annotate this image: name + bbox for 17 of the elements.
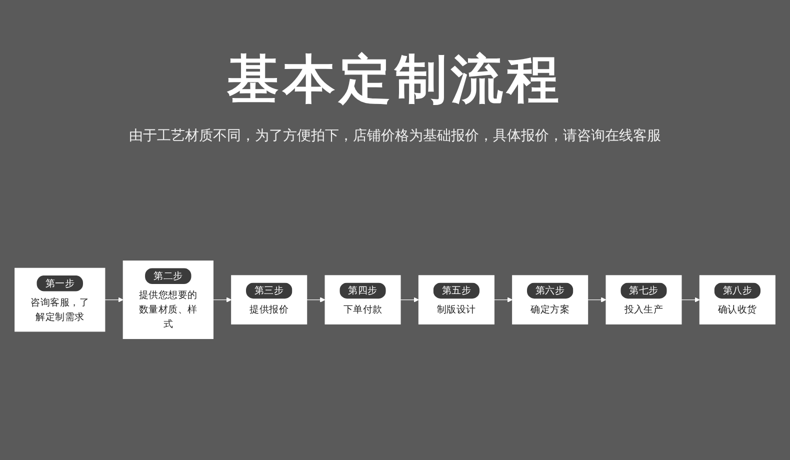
arrow: [306, 297, 326, 303]
node-box: 第三步 提供报价: [231, 275, 308, 325]
node-box: 第五步 制版设计: [418, 275, 494, 325]
node-box: 第四步 下单付款: [324, 275, 401, 325]
arrow: [681, 297, 700, 303]
note-text: 由于工艺材质不同，为了方便拍下，店铺价格为基础报价，具体报价，请咨询在线客服: [129, 127, 661, 146]
arrow: [104, 297, 124, 303]
node-box: 第六步 确定方案: [512, 275, 588, 325]
node-box: 第一步 咨询客服，了解定制需求: [14, 268, 106, 332]
arrow: [400, 297, 419, 303]
node-box: 第七步 投入生产: [606, 275, 682, 325]
arrow: [588, 297, 606, 303]
arrow: [212, 297, 232, 303]
title: 基本定制流程: [227, 49, 563, 112]
node-box: 第八步 确认收货: [699, 275, 776, 325]
arrow: [494, 297, 513, 303]
node-box: 第二步 提供您想要的数量材质、样式: [122, 260, 214, 340]
